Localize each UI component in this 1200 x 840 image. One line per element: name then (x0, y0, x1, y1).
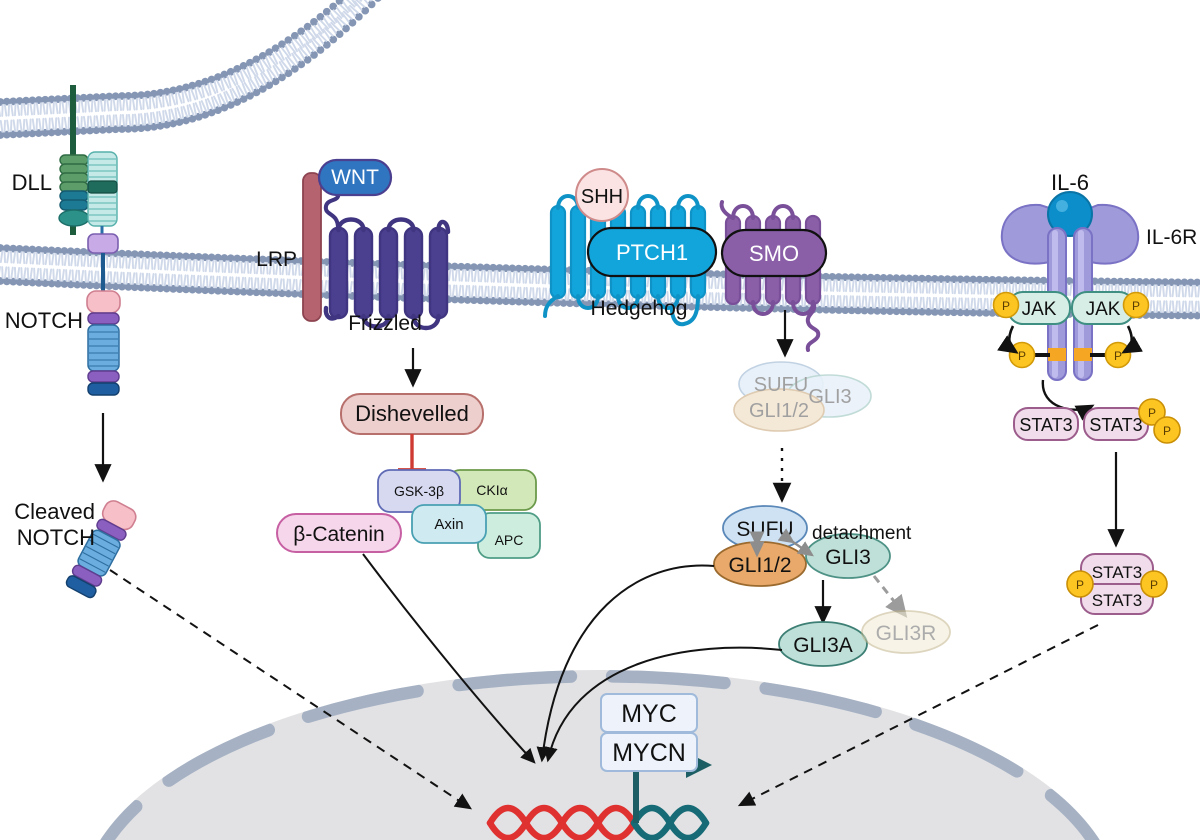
il6r-right-lobe (1079, 203, 1140, 265)
stat3-dimer-top-label: STAT3 (1092, 563, 1142, 582)
beta-catenin-label: β-Catenin (293, 523, 384, 546)
myc-gene-box: MYC (600, 693, 698, 733)
dll-label: DLL (12, 170, 52, 195)
apc-label: APC (495, 532, 524, 548)
axin-label: Axin (434, 516, 463, 533)
il6-jak-stat-pathway-group: IL-6 IL-6R JAK P JAK P P P (737, 170, 1197, 807)
phospho-stalk-right-label: P (1114, 349, 1122, 363)
phospho-right-jak-label: P (1132, 299, 1140, 313)
phospho-stat3-1-label: P (1148, 406, 1156, 420)
lrp-coreceptor (302, 172, 322, 322)
phosphotyrosine-right (1074, 348, 1092, 361)
shh-label: SHH (581, 186, 623, 208)
phospho-left-jak-label: P (1002, 299, 1010, 313)
phosphotyrosine-left (1048, 348, 1066, 361)
upper-cell-membrane (0, 0, 385, 141)
notch-label: NOTCH (5, 308, 83, 333)
gli12-bottom-label: GLI1/2 (728, 554, 791, 577)
frizzled-receptor (328, 226, 449, 320)
smo-body: SMO (720, 228, 828, 278)
jak-right: JAK P (1071, 291, 1150, 325)
phospho-icon (1122, 291, 1150, 319)
lrp-label: LRP (256, 248, 297, 271)
jak-left-label: JAK (1022, 299, 1057, 320)
wnt-ligand: WNT (317, 158, 393, 197)
il6r-label: IL-6R (1146, 226, 1197, 249)
gli3a-label: GLI3A (793, 634, 853, 657)
stat3-b-label: STAT3 (1089, 415, 1142, 435)
notch-pathway-group (58, 85, 473, 810)
ck1a-label: CKIα (476, 482, 507, 498)
gli3a-node: GLI3A (778, 621, 868, 667)
sufu-gli-complex-active: SUFU GLI1/2 GLI3 (713, 505, 891, 587)
mycn-gene-box: MYCN (600, 732, 698, 772)
phospho-dimer-right-label: P (1150, 578, 1158, 592)
stat3-unphosphorylated: STAT3 (1013, 407, 1079, 441)
detachment-arrows (749, 528, 814, 558)
ptch1-body: PTCH1 (586, 226, 718, 278)
notch-receptor-extracellular (87, 151, 118, 227)
jak-right-label: JAK (1086, 299, 1121, 320)
myc-label: MYC (621, 700, 677, 728)
beta-catenin-node: β-Catenin (276, 513, 402, 553)
dishevelled-label: Dishevelled (355, 401, 469, 426)
gli3-top-label: GLI3 (808, 386, 851, 408)
gli3-bottom-label: GLI3 (825, 546, 871, 569)
shh-ligand: SHH (575, 168, 629, 222)
hedgehog-label: Hedgehog (591, 297, 688, 320)
sufu-bottom-label: SUFU (736, 518, 793, 541)
stat3-phosphorylated: STAT3 P P (1083, 398, 1181, 444)
notch-receptor-intracellular (86, 290, 121, 396)
gli3r-node: GLI3R (861, 610, 951, 654)
sufu-gli-complex-inactive: SUFU GLI3 GLI1/2 (733, 361, 872, 432)
target-gene-group: MYC MYCN (486, 693, 712, 840)
cleaved-notch (65, 500, 137, 599)
stat3-dimer: STAT3 STAT3 P P (1066, 553, 1168, 615)
destruction-complex: CKIα APC GSK-3β Axin (377, 469, 541, 559)
cleaved-notch-label-line1: Cleaved (14, 499, 95, 524)
detachment-label: detachment (812, 523, 912, 544)
stat3-a-label: STAT3 (1019, 415, 1072, 435)
frizzled-label: Frizzled (348, 312, 422, 335)
sufu-top-label: SUFU (754, 374, 808, 396)
wnt-pathway-group: WNT LRP Frizzled Dishevelled CKIα APC GS… (256, 158, 541, 764)
dishevelled-node: Dishevelled (340, 393, 484, 435)
stat3-dimer-bottom-label: STAT3 (1092, 591, 1142, 610)
smo-label: SMO (749, 241, 799, 266)
dishevelled-inhibits-destruction-complex (398, 434, 426, 472)
gli12-top-label: GLI1/2 (749, 400, 809, 422)
ptch1-label: PTCH1 (616, 240, 688, 265)
cleaved-notch-label-line2: NOTCH (17, 525, 95, 550)
gsk3b-label: GSK-3β (394, 483, 444, 499)
hedgehog-pathway-group: PTCH1 SHH Hedgehog SMO (536, 168, 951, 763)
il6r-left-lobe (1000, 203, 1063, 265)
phospho-dimer-left-label: P (1076, 578, 1084, 592)
phospho-icon (992, 291, 1020, 319)
phospho-stat3-2-label: P (1163, 424, 1171, 438)
dll-ligand (58, 154, 90, 227)
mycn-label: MYCN (612, 739, 686, 767)
phospho-stalk-left: P (1008, 341, 1036, 369)
phospho-stalk-right: P (1104, 341, 1132, 369)
gli3r-label: GLI3R (876, 622, 937, 645)
phospho-stalk-left-label: P (1018, 349, 1026, 363)
il6-label: IL-6 (1051, 170, 1089, 195)
wnt-label: WNT (331, 166, 379, 189)
jak-left: JAK P (992, 291, 1071, 325)
dna-strand (486, 804, 710, 840)
